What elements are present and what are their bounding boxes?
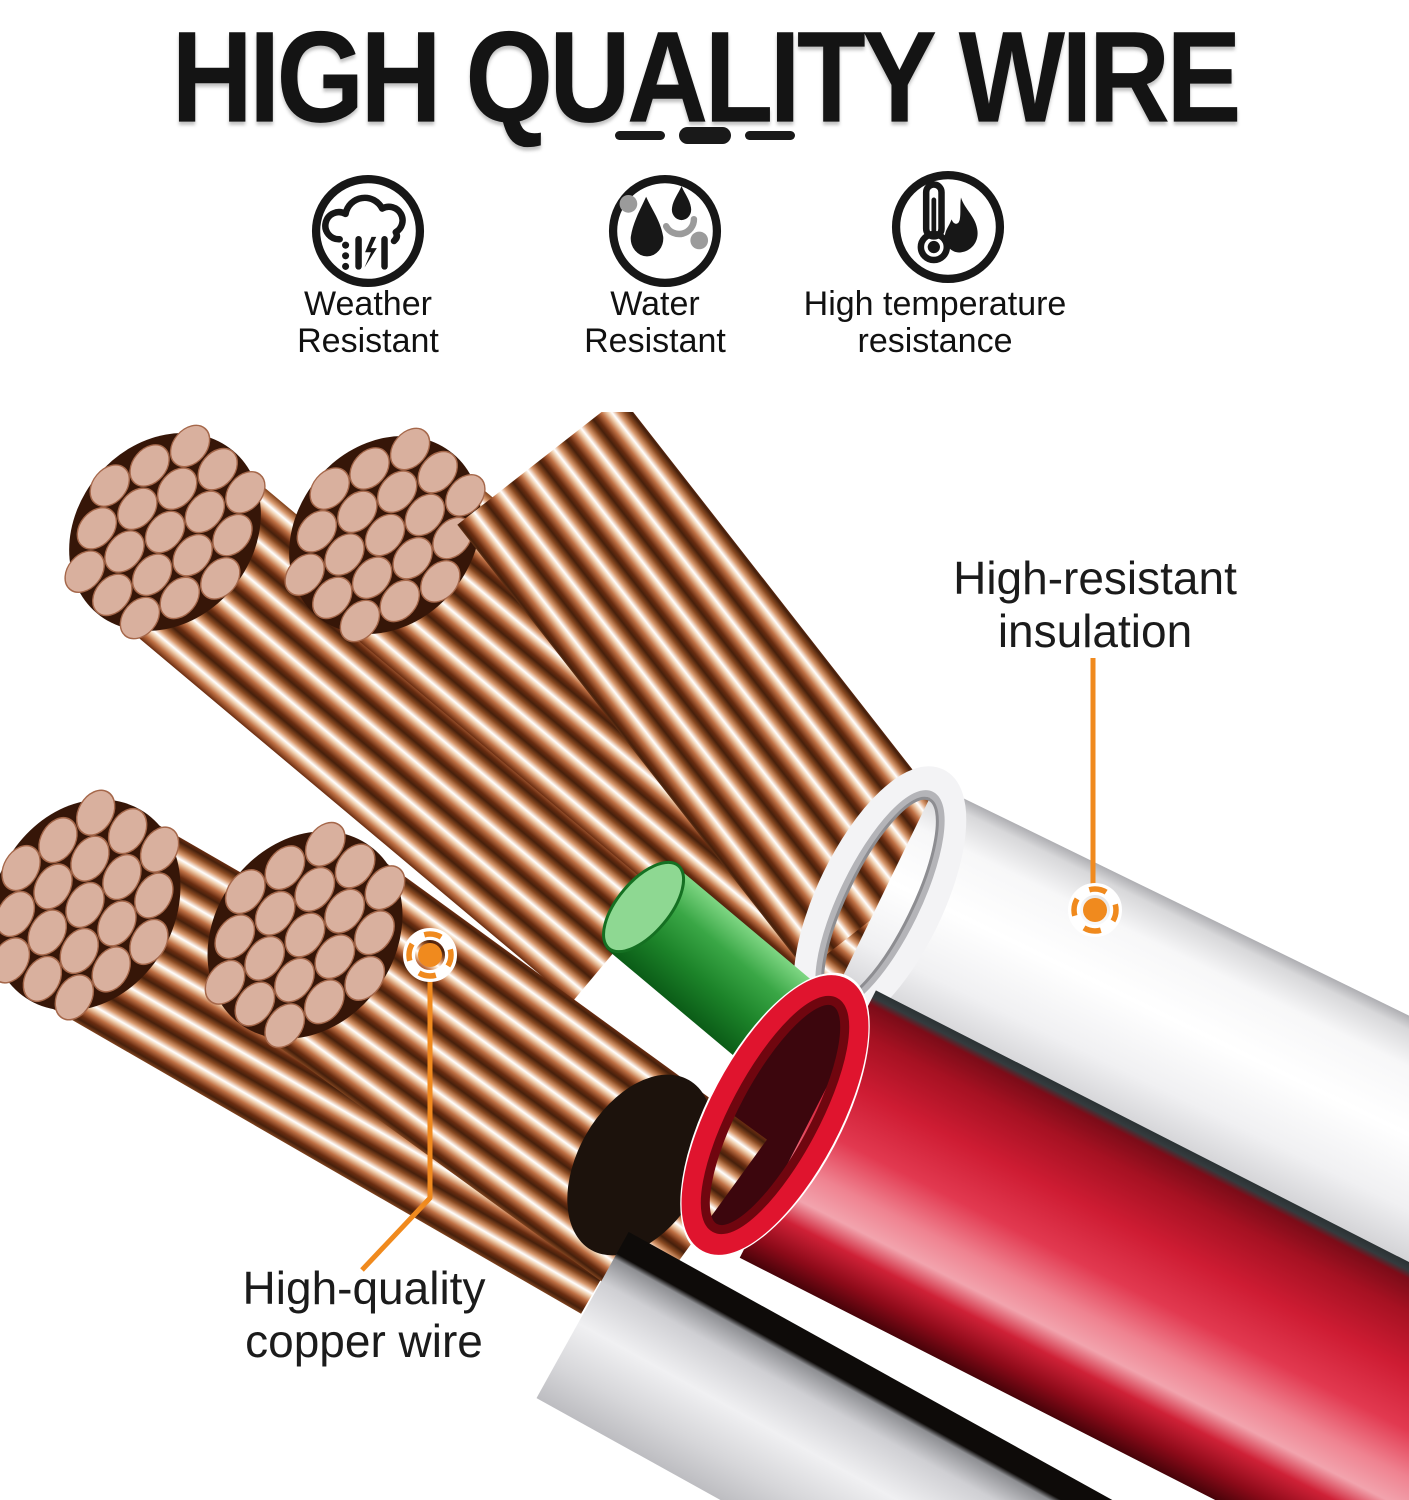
gray-cable <box>536 1231 1409 1500</box>
callout-line: copper wire <box>245 1315 483 1367</box>
feature-label-line: Weather <box>304 285 432 323</box>
high-temperature-icon <box>891 170 1005 284</box>
white-cable-strands <box>457 412 970 971</box>
water-resistant-icon <box>608 174 722 288</box>
red-cable-ring <box>680 972 870 1258</box>
feature-label-line: Water <box>610 285 700 323</box>
callout-line: High-quality <box>242 1262 486 1314</box>
feature-label-line: High temperature <box>803 285 1067 323</box>
callout-copper-label: High-quality copper wire <box>164 1262 564 1368</box>
copper-callout-line <box>360 977 433 1272</box>
weather-resistant-icon <box>311 174 425 288</box>
feature-label-line: Resistant <box>297 322 439 360</box>
callout-insulation-label: High-resistant insulation <box>895 552 1295 658</box>
copper-bundle-back-left <box>28 412 699 1002</box>
feature-label-temperature: High temperature resistance <box>762 286 1108 360</box>
feature-label-line: Resistant <box>584 322 726 360</box>
divider-dash <box>678 127 731 144</box>
divider-dash <box>614 131 665 140</box>
callout-line: High-resistant <box>953 552 1237 604</box>
callout-line: insulation <box>997 605 1193 657</box>
divider-dash <box>744 131 795 140</box>
red-insulation-cable <box>739 990 1409 1500</box>
feature-label-line: resistance <box>857 322 1013 360</box>
feature-label-weather: Weather Resistant <box>250 286 486 360</box>
divider <box>0 127 1409 144</box>
black-inner-insulation <box>567 1074 713 1256</box>
page-title: HIGH QUALITY WIRE <box>171 4 1241 150</box>
feature-label-water: Water Resistant <box>537 286 773 360</box>
